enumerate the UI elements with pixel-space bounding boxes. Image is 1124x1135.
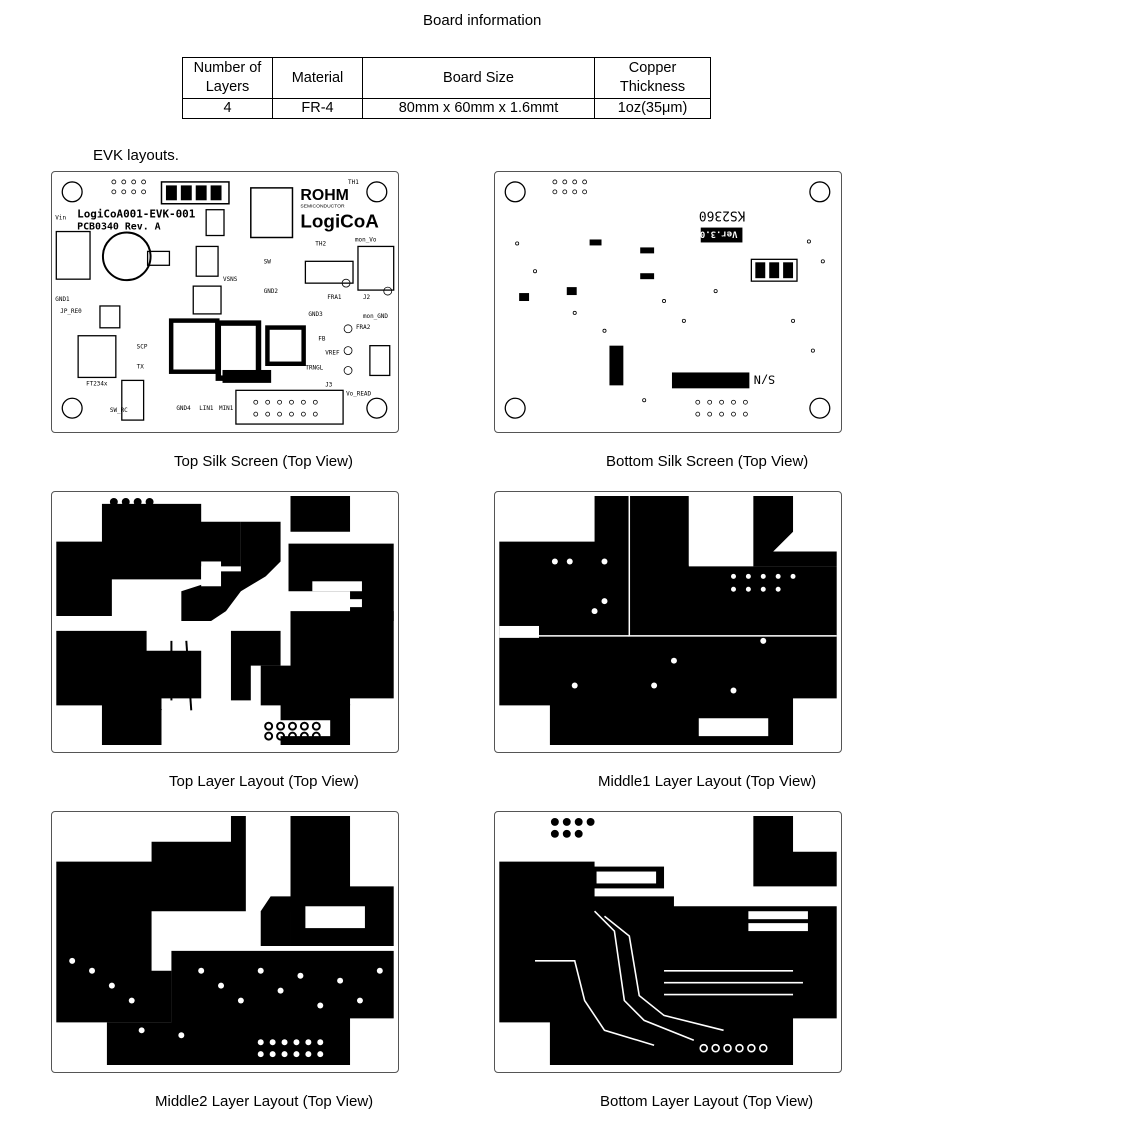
board-info-table: Number of Layers Material Board Size Cop… <box>182 57 711 119</box>
label-scp: SCP <box>137 344 148 351</box>
brand-sub-text: SEMICONDUCTOR <box>300 204 345 210</box>
label-mon-vo: mon_Vo <box>355 236 377 243</box>
header-board-size: Board Size <box>362 57 595 99</box>
label-fra1: FRA1 <box>327 294 342 301</box>
cell-layers: 4 <box>182 98 273 119</box>
middle1-layer-svg <box>499 495 837 746</box>
version-text: Ver.3.0 <box>700 229 738 239</box>
label-jp-re0: JP_RE0 <box>60 308 82 315</box>
caption-bottom-silk: Bottom Silk Screen (Top View) <box>606 453 809 470</box>
label-j2: J2 <box>363 294 371 301</box>
header-layers-line2: Layers <box>205 79 250 95</box>
middle2-layer-svg <box>56 815 394 1066</box>
label-tx: TX <box>137 363 145 370</box>
caption-top-silk: Top Silk Screen (Top View) <box>174 453 353 470</box>
top-layer-svg <box>56 495 394 746</box>
label-lin1: LIN1 <box>199 405 214 412</box>
top-silk-svg: ROHM SEMICONDUCTOR LogiCoA LogiCoA001-EV… <box>55 179 395 425</box>
header-layers: Number of Layers <box>182 57 273 99</box>
label-fra2: FRA2 <box>356 324 371 331</box>
caption-top-layer: Top Layer Layout (Top View) <box>169 773 359 790</box>
header-copper-line1: Copper <box>628 60 677 76</box>
label-th2: TH2 <box>315 240 326 247</box>
label-vin: Vin <box>55 215 66 222</box>
board-name-text: LogiCoA001-EVK-001 <box>77 208 196 221</box>
label-min1: MIN1 <box>219 405 234 412</box>
page-title: Board information <box>423 12 542 29</box>
pcb-text: PCB0340 Rev. A <box>77 222 161 233</box>
table-row: 4 FR-4 80mm x 60mm x 1.6mmt 1oz(35μm) <box>182 98 711 119</box>
cell-board-size: 80mm x 60mm x 1.6mmt <box>362 98 595 119</box>
label-th1: TH1 <box>348 179 359 186</box>
label-fb: FB <box>318 336 326 343</box>
header-copper: Copper Thickness <box>594 57 711 99</box>
middle1-layer-image <box>494 491 842 753</box>
label-trngl: TRNGL <box>305 364 323 371</box>
label-sw-rc: SW_RC <box>110 407 128 414</box>
evk-label: EVK layouts. <box>93 147 179 164</box>
brand-text: ROHM <box>300 187 348 204</box>
label-gnd2: GND2 <box>264 288 279 295</box>
label-vref: VREF <box>325 350 340 357</box>
label-mon-gnd: mon_GND <box>363 313 388 320</box>
label-ft234x: FT234x <box>86 380 108 387</box>
logo-text: LogiCoA <box>300 211 379 232</box>
header-copper-line2: Thickness <box>619 79 686 95</box>
top-layer-image <box>51 491 399 753</box>
label-gnd1: GND1 <box>55 296 70 303</box>
middle2-layer-image <box>51 811 399 1073</box>
top-silk-screen-image: ROHM SEMICONDUCTOR LogiCoA LogiCoA001-EV… <box>51 171 399 433</box>
label-sw: SW <box>264 258 272 265</box>
label-gnd4: GND4 <box>176 405 191 412</box>
label-vsns: VSNS <box>223 276 238 283</box>
bottom-silk-svg: KS2360 Ver.3.0 S/N <box>504 179 831 419</box>
header-material: Material <box>272 57 363 99</box>
header-layers-line1: Number of <box>193 60 262 76</box>
serial-text: S/N <box>754 372 775 386</box>
label-j3: J3 <box>325 381 333 388</box>
bottom-layer-image <box>494 811 842 1073</box>
caption-bottom-layer: Bottom Layer Layout (Top View) <box>600 1093 814 1110</box>
bottom-layer-svg <box>499 815 837 1066</box>
caption-middle1-layer: Middle1 Layer Layout (Top View) <box>598 773 817 790</box>
bottom-silk-screen-image: KS2360 Ver.3.0 S/N <box>494 171 842 433</box>
table-header-row: Number of Layers Material Board Size Cop… <box>182 57 711 99</box>
label-gnd3: GND3 <box>308 311 323 318</box>
label-vo-read: Vo_READ <box>346 390 371 397</box>
caption-middle2-layer: Middle2 Layer Layout (Top View) <box>155 1093 374 1110</box>
cell-copper: 1oz(35μm) <box>594 98 711 119</box>
cell-material: FR-4 <box>272 98 363 119</box>
code-text: KS2360 <box>699 208 746 223</box>
